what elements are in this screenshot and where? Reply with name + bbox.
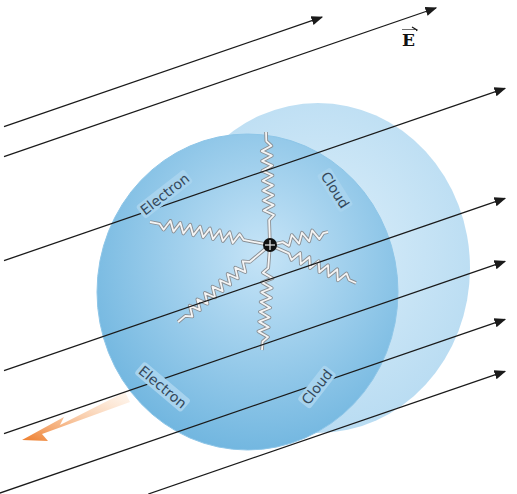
spring <box>262 132 274 245</box>
field-line <box>4 88 505 260</box>
cloud-outline <box>95 132 400 452</box>
field-line <box>148 371 505 494</box>
field-line <box>4 261 505 433</box>
spring <box>258 245 272 350</box>
spring <box>258 245 272 350</box>
field-line <box>0 319 505 494</box>
spring <box>270 230 328 245</box>
spring <box>270 230 328 245</box>
spring <box>150 221 270 245</box>
field-line <box>4 17 322 126</box>
field-symbol: E <box>401 30 416 50</box>
spring <box>262 132 274 245</box>
electron-cloud: ElectronCloudElectronCloud <box>95 132 400 452</box>
displacement-arrow <box>22 392 130 441</box>
nucleus <box>263 238 277 252</box>
spring <box>150 221 270 245</box>
